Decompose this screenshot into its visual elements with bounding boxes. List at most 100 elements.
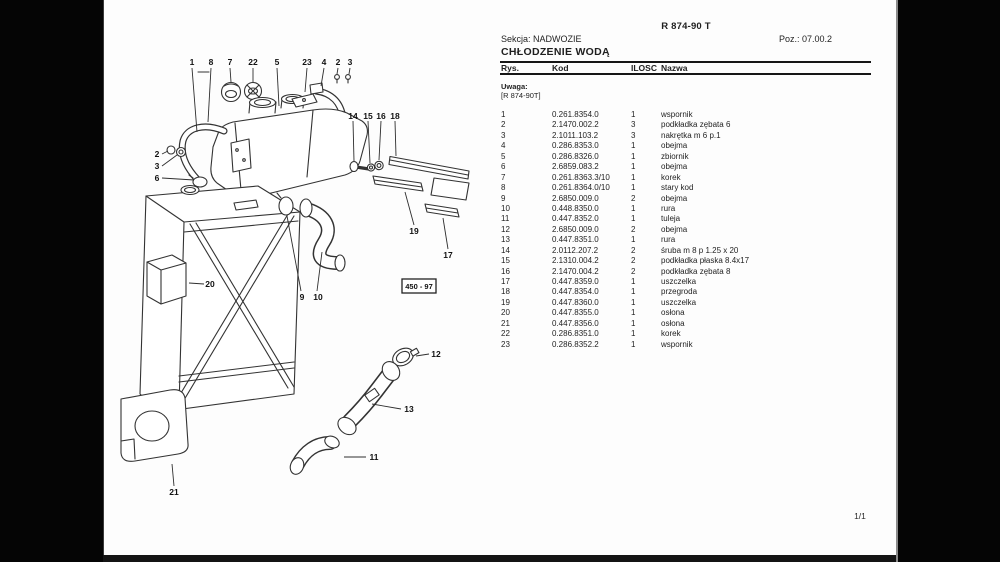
callout-number: 9 xyxy=(300,292,305,302)
callout-leader-line xyxy=(415,353,430,357)
callout-leader-line xyxy=(229,67,232,83)
expansion-tank-drawing xyxy=(210,82,368,198)
callout-number: 23 xyxy=(302,57,312,67)
callout-number: 2 xyxy=(336,57,341,67)
callout-number: 3 xyxy=(155,161,160,171)
callout-number: 21 xyxy=(169,487,179,497)
cover-block-drawing xyxy=(146,254,187,305)
callout-number: 17 xyxy=(443,250,453,260)
callout-leader-line xyxy=(378,120,382,161)
callout-number: 22 xyxy=(248,57,258,67)
position-label: Poz.: 07.00.2 xyxy=(778,34,832,44)
page-number: 1/1 xyxy=(854,511,866,521)
callout-number: 2 xyxy=(155,149,160,159)
callout-leader-line xyxy=(304,67,308,93)
table-top-rule xyxy=(500,61,871,63)
callout-leader-line xyxy=(371,403,402,410)
callout-leader-line xyxy=(336,67,339,75)
page-subtitle: CHŁODZENIE WODĄ xyxy=(501,46,610,58)
upper-hose-drawing xyxy=(276,192,346,272)
section-label: Sekcja: NADWOZIE xyxy=(501,34,582,44)
callout-number: 20 xyxy=(205,279,215,289)
callout-number: 15 xyxy=(363,111,373,121)
callout-leader-line xyxy=(191,67,198,133)
callout-leader-line xyxy=(348,67,351,75)
bolt-washers-drawing xyxy=(349,160,384,173)
callout-number: 6 xyxy=(155,173,160,183)
callout-leader-line xyxy=(276,67,280,107)
callout-leader-line xyxy=(320,67,325,87)
callout-leader-line xyxy=(316,251,323,292)
note-label: Uwaga: xyxy=(501,82,528,91)
left-black-bar xyxy=(0,0,104,562)
table-header: Rys. Kod ILOSC Nazwa xyxy=(501,63,872,73)
callout-number: 12 xyxy=(431,349,441,359)
callout-number: 3 xyxy=(348,57,353,67)
bottom-black-bar xyxy=(103,555,896,562)
column-header-rys: Rys. xyxy=(501,63,519,73)
callout-number: 1 xyxy=(190,57,195,67)
column-header-ilosc: ILOSC xyxy=(631,63,657,73)
callout-leader-line xyxy=(442,217,449,250)
callout-number: 8 xyxy=(209,57,214,67)
callout-number: 11 xyxy=(370,452,379,462)
callout-number: 14 xyxy=(348,111,358,121)
ref-box-label: 450 - 97 xyxy=(405,282,433,291)
callout-number: 13 xyxy=(404,404,414,414)
filler-caps-drawing xyxy=(220,81,263,103)
callout-leader-line xyxy=(161,177,195,181)
callout-leader-line xyxy=(367,120,371,164)
callout-number: 4 xyxy=(322,57,327,67)
callout-leader-line xyxy=(286,215,302,292)
column-header-nazwa: Nazwa xyxy=(661,63,688,73)
callout-leader-line xyxy=(352,120,355,162)
callout-number: 19 xyxy=(409,226,419,236)
radiator-drawing xyxy=(139,184,301,413)
elbow-hose-drawing xyxy=(289,435,340,475)
callout-number: 10 xyxy=(313,292,323,302)
callout-number: 16 xyxy=(376,111,386,121)
callout-leader-line xyxy=(161,150,169,155)
callout-number: 5 xyxy=(275,57,280,67)
partition-brackets-drawing xyxy=(372,155,470,218)
bottom-bracket-drawing xyxy=(120,389,189,462)
diagram-linework xyxy=(120,71,470,475)
column-header-kod: Kod xyxy=(552,63,569,73)
callout-leader-line xyxy=(171,463,175,487)
callout-leader-line xyxy=(404,191,415,226)
table-header-rule xyxy=(500,72,871,75)
callout-leader-line xyxy=(394,120,397,157)
callout-leader-line xyxy=(207,67,212,123)
callout-leader-line xyxy=(161,154,178,167)
ref-box: 450 - 97 xyxy=(401,278,437,294)
right-black-bar xyxy=(896,0,1000,562)
overflow-hose-drawing xyxy=(166,74,351,188)
